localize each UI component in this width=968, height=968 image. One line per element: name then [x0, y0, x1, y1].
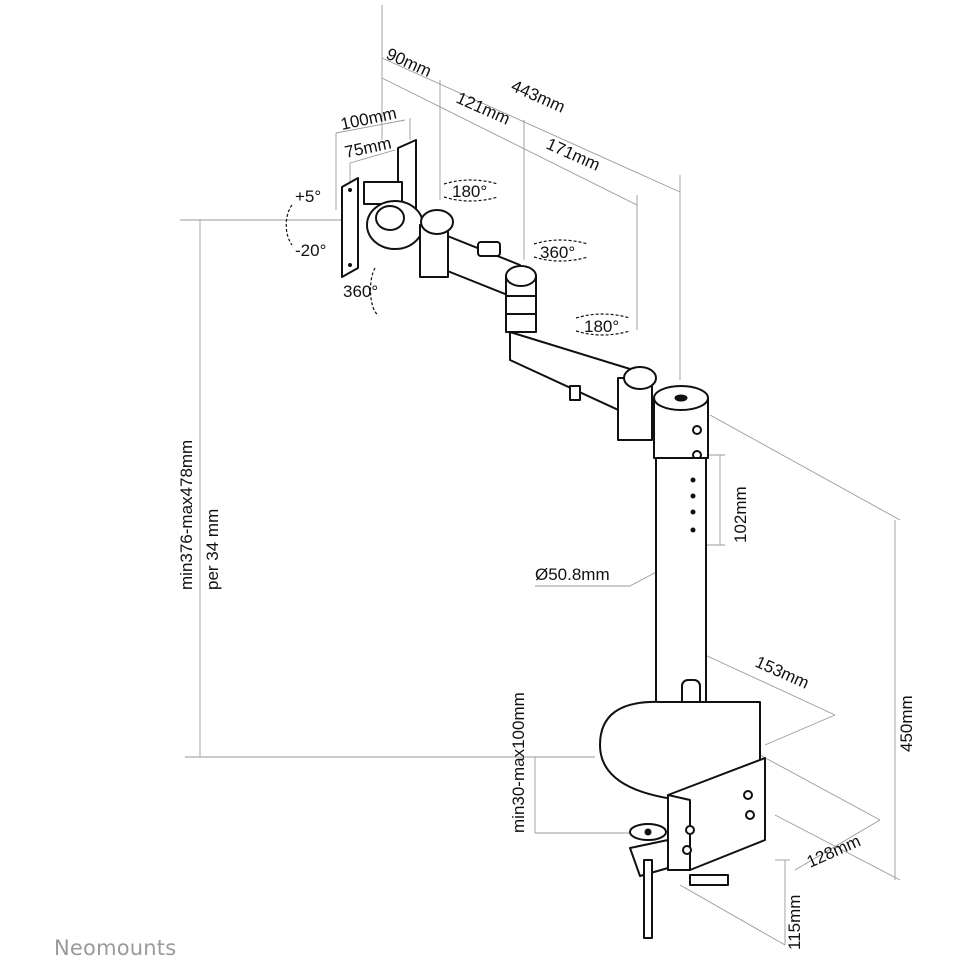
vesa-plate: [341, 177, 359, 278]
label-top-171: 171mm: [543, 134, 603, 174]
label-top-total: 443mm: [508, 76, 568, 116]
label-top-121: 121mm: [453, 88, 513, 128]
label-base-depth: 128mm: [804, 831, 864, 871]
label-height-step: per 34 mm: [203, 509, 222, 590]
dimension-lines: [180, 5, 901, 946]
rotation-arrow-joint2: [533, 239, 589, 262]
label-base-width: 153mm: [752, 652, 812, 692]
label-pole-height: 450mm: [897, 695, 916, 752]
label-height-range: min376-max478mm: [177, 440, 196, 590]
rotation-arrow-joint3: [575, 313, 631, 336]
arm-knob-3: [623, 366, 657, 390]
arm-knob-1: [420, 209, 454, 235]
label-tilt-up: +5°: [295, 187, 321, 206]
label-hole-spacing: 102mm: [731, 486, 750, 543]
rotation-arrow-plate: [369, 267, 379, 316]
label-rot-joint2: 360°: [540, 243, 575, 262]
label-rot-plate: 360°: [343, 282, 378, 301]
label-clamp-height: 115mm: [785, 895, 804, 950]
tilt-arrow: [285, 204, 293, 246]
label-rot-joint1: 180°: [452, 182, 487, 201]
label-tilt-down: -20°: [295, 241, 326, 260]
dimension-labels: 443mm 90mm 121mm 171mm 100mm 75mm +5° -2…: [177, 44, 916, 950]
rotation-arrows: [285, 179, 631, 336]
label-rot-joint3: 180°: [584, 317, 619, 336]
clamp: [629, 839, 669, 877]
label-vesa-100: 100mm: [339, 104, 398, 134]
rotation-arrow-joint1: [443, 179, 499, 202]
monitor-arm: [341, 139, 766, 939]
brand-logo: Neomounts: [54, 936, 177, 960]
label-desk-range: min30-max100mm: [509, 692, 528, 833]
arm-knob-2: [505, 265, 537, 287]
label-pole-diameter: Ø50.8mm: [535, 565, 610, 584]
label-top-90: 90mm: [383, 44, 434, 81]
